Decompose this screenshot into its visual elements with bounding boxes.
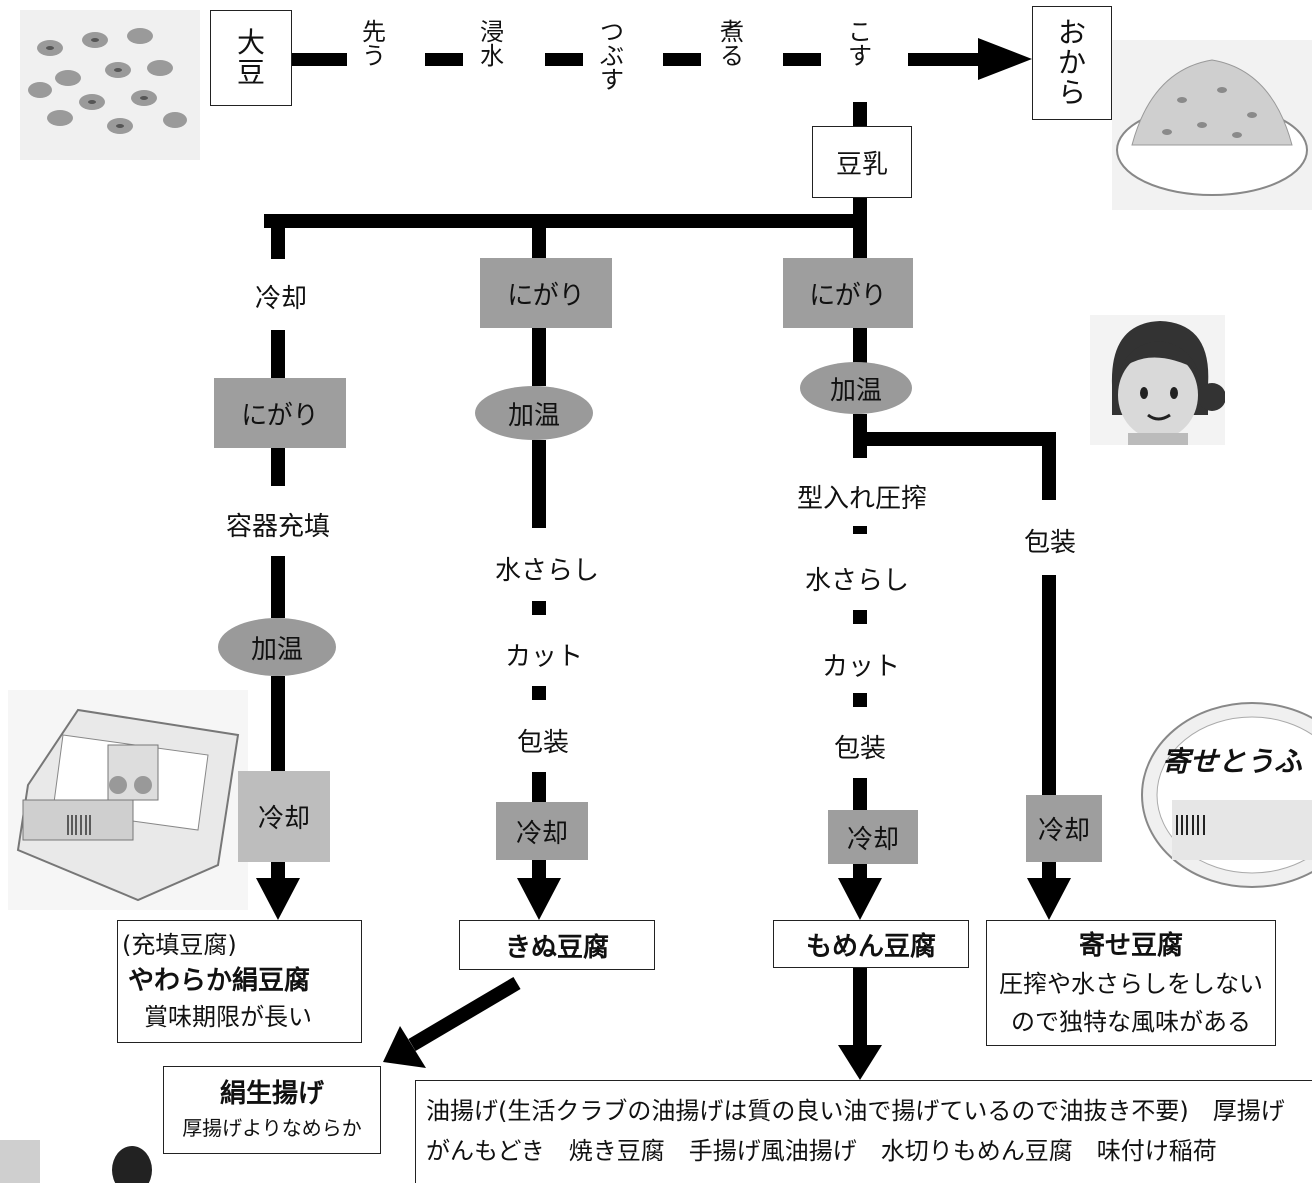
filled-tofu-desc: 賞味期限が長い bbox=[144, 1003, 312, 1031]
yose-tofu-package-photo: 寄せとうふ bbox=[1132, 700, 1312, 890]
yose-tofu-desc2: ので独特な風味がある bbox=[1011, 1008, 1251, 1036]
yose-tofu-desc1: 圧搾や水さらしをしない bbox=[999, 970, 1263, 998]
col2-pack: 包装 bbox=[505, 722, 581, 759]
step-wash: 先う bbox=[362, 18, 386, 70]
top-row-dashes bbox=[292, 38, 1032, 80]
yose-pack-label: 寄せとうふ bbox=[1162, 745, 1303, 778]
bottom-person-partial-illustration bbox=[112, 1146, 152, 1183]
col3-pack: 包装 bbox=[822, 728, 898, 765]
products-line1: 油揚げ(生活クラブの油揚げは質の良い油で揚げているので油抜き不要) 厚揚げ bbox=[426, 1097, 1285, 1125]
col1-container-fill: 容器充填 bbox=[220, 506, 336, 543]
col4-pack: 包装 bbox=[1012, 522, 1088, 559]
step-soak: 浸水 bbox=[480, 18, 504, 70]
soybean-start-box: 大豆 bbox=[210, 10, 292, 106]
col3-heat: 加温 bbox=[800, 362, 912, 414]
col2-chill: 冷却 bbox=[496, 802, 588, 860]
filled-tofu-name: やわらか絹豆腐 bbox=[128, 966, 311, 996]
kinu-age-name: 絹生揚げ bbox=[219, 1079, 324, 1109]
yose-tofu-name: 寄せ豆腐 bbox=[1078, 931, 1183, 961]
soybean-label: 大豆 bbox=[236, 26, 266, 89]
filled-tofu-package-photo bbox=[8, 690, 248, 910]
yose-package-shape bbox=[1141, 702, 1312, 888]
kinu-age-box: 絹生揚げ 厚揚げよりなめらか bbox=[163, 1066, 381, 1154]
col1-chill2: 冷却 bbox=[238, 771, 330, 862]
col2-dash2 bbox=[532, 686, 546, 700]
col2-dash1 bbox=[532, 601, 546, 615]
okara-illustration bbox=[1112, 40, 1312, 210]
kinu-age-desc: 厚揚げよりなめらか bbox=[182, 1116, 362, 1140]
col3-mold-press: 型入れ圧搾 bbox=[785, 478, 939, 515]
col1-heat: 加温 bbox=[218, 618, 336, 676]
col3-rinse: 水さらし bbox=[805, 560, 909, 597]
col2-cut: カット bbox=[505, 636, 583, 673]
soy-milk-box: 豆乳 bbox=[812, 126, 912, 198]
woman-face-illustration bbox=[1090, 315, 1225, 445]
okara-box: おから bbox=[1032, 6, 1112, 120]
kinu-tofu-result: きぬ豆腐 bbox=[459, 920, 655, 970]
col2-rinse: 水さらし bbox=[495, 550, 599, 587]
soybeans-illustration bbox=[20, 10, 200, 160]
col1-chill1: 冷却 bbox=[248, 278, 314, 315]
col2-heat: 加温 bbox=[475, 386, 593, 440]
step-crush: つぶす bbox=[600, 18, 624, 94]
yose-tofu-result: 寄せ豆腐 圧搾や水さらしをしない ので独特な風味がある bbox=[986, 920, 1276, 1046]
col4-chill: 冷却 bbox=[1026, 795, 1102, 862]
col3-dash1 bbox=[853, 526, 867, 534]
col3-dash3 bbox=[853, 693, 867, 707]
step-strain: こす bbox=[848, 18, 872, 70]
col3-chill: 冷却 bbox=[828, 810, 918, 864]
filled-tofu-note: (充填豆腐) bbox=[122, 931, 237, 959]
okara-label: おから bbox=[1057, 16, 1087, 109]
momen-products-box: 油揚げ(生活クラブの油揚げは質の良い油で揚げているので油抜き不要) 厚揚げ がん… bbox=[415, 1080, 1312, 1183]
col3-nigari: にがり bbox=[783, 258, 913, 328]
col3-cut: カット bbox=[822, 646, 900, 683]
bottom-left-partial-box bbox=[0, 1140, 40, 1183]
step-boil: 煮る bbox=[720, 18, 744, 70]
momen-tofu-result: もめん豆腐 bbox=[773, 920, 969, 968]
col1-nigari: にがり bbox=[214, 378, 346, 448]
col2-nigari: にがり bbox=[480, 258, 612, 328]
products-line2: がんもどき 焼き豆腐 手揚げ風油揚げ 水切りもめん豆腐 味付け稲荷 bbox=[426, 1137, 1217, 1165]
filled-tofu-result: (充填豆腐) やわらか絹豆腐 賞味期限が長い bbox=[117, 920, 362, 1043]
col3-dash2 bbox=[853, 610, 867, 624]
